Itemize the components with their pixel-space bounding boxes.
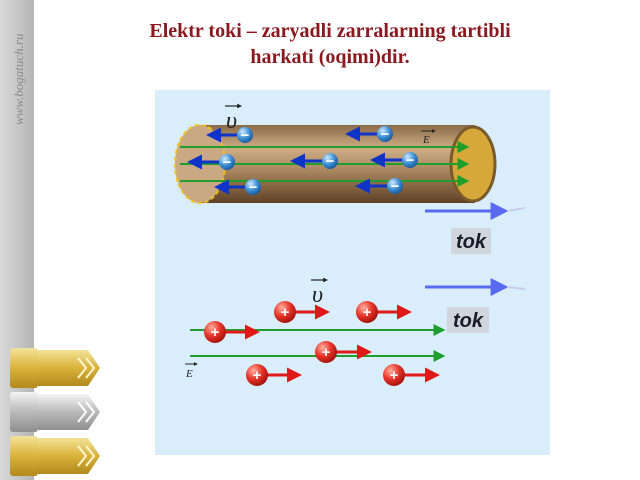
positive-ion: +	[383, 364, 440, 386]
svg-text:υ: υ	[226, 108, 237, 134]
current-label-box-top	[451, 228, 491, 254]
field-symbol-top: E	[421, 129, 436, 146]
watermark: www.bogatuch.ru	[11, 33, 26, 125]
velocity-symbol-bottom: υ	[311, 277, 328, 308]
svg-text:−: −	[223, 154, 232, 171]
ribbon-gold-bottom	[10, 436, 100, 476]
positive-ion: +	[315, 341, 372, 363]
slide-title: Elektr toki – zaryadli zarralarning tart…	[60, 18, 600, 70]
title-line-2: harkati (oqimi)dir.	[250, 46, 410, 68]
svg-text:−: −	[249, 179, 258, 196]
current-label-box-bottom	[447, 307, 489, 333]
svg-text:E: E	[422, 134, 430, 146]
svg-text:−: −	[241, 127, 250, 144]
title-line-1: Elektr toki – zaryadli zarralarning tart…	[149, 20, 511, 42]
ribbon-gold-top	[10, 348, 100, 388]
svg-text:+: +	[363, 304, 372, 321]
electron: −	[290, 153, 338, 170]
current-label-bottom: tok	[453, 310, 484, 332]
svg-text:+: +	[322, 344, 331, 361]
electron: −	[214, 179, 261, 196]
svg-text:+: +	[281, 304, 290, 321]
electron: −	[370, 152, 418, 169]
watermark-text: www.bogatuch.ru	[11, 33, 26, 125]
svg-text:−: −	[381, 126, 390, 143]
svg-text:−: −	[326, 153, 335, 170]
field-symbol-bottom: E	[185, 362, 198, 380]
electron: −	[345, 126, 393, 143]
current-arrow-bottom	[425, 278, 526, 296]
svg-text:−: −	[391, 178, 400, 195]
positive-ion: +	[356, 301, 412, 323]
velocity-symbol-top: υ	[225, 103, 242, 134]
decorative-ribbons	[10, 348, 100, 476]
electron: −	[355, 178, 403, 195]
positive-ion: +	[204, 321, 260, 343]
current-diagram: E υ − − − − − − −	[155, 90, 550, 455]
current-label-top: tok	[456, 231, 487, 253]
positive-ion: +	[246, 364, 302, 386]
ribbon-silver-middle	[10, 392, 100, 432]
positive-ion: +	[274, 301, 330, 323]
electron: −	[187, 154, 235, 171]
svg-text:+: +	[253, 367, 262, 384]
svg-text:+: +	[211, 324, 220, 341]
current-arrow-top	[425, 202, 526, 220]
svg-text:+: +	[390, 367, 399, 384]
svg-text:υ: υ	[312, 282, 323, 308]
svg-text:E: E	[185, 368, 193, 380]
svg-text:−: −	[406, 152, 415, 169]
electron: −	[206, 127, 253, 144]
